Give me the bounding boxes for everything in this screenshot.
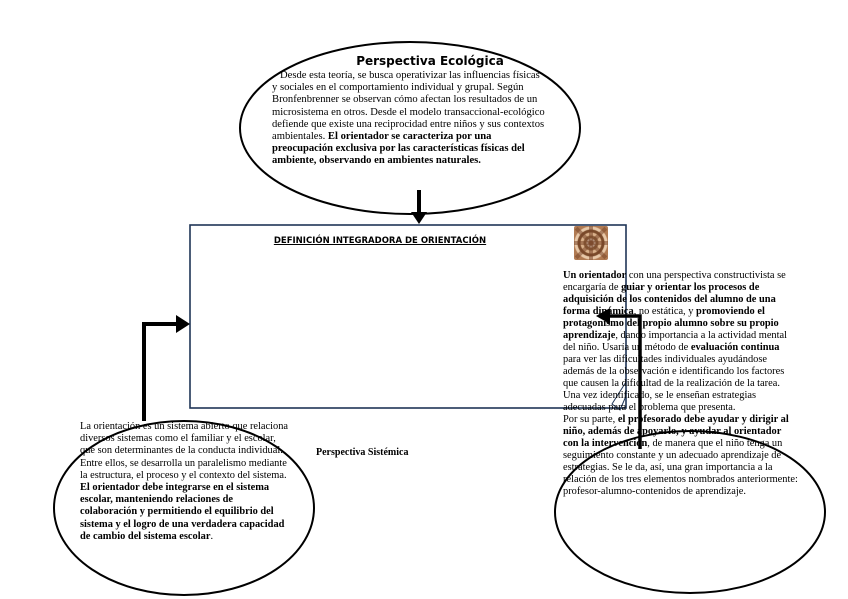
sistemica-text: La orientación es un sistema abierto que… (80, 421, 292, 543)
arrow-elbow-left-icon (144, 315, 190, 421)
constructivista-paragraph-2: Por su parte, el profesorado debe ayudar… (563, 414, 799, 498)
sistemica-end: . (210, 531, 213, 542)
text: Por su parte, (563, 414, 618, 425)
definicion-title: DEFINICIÓN INTEGRADORA DE ORIENTACIÓN (210, 236, 550, 246)
hands-together-photo (574, 226, 608, 260)
sistemica-bold: El orientador debe integrarse en el sist… (80, 482, 284, 542)
constructivista-text: Un orientador con una perspectiva constr… (563, 270, 799, 498)
ecologica-text: Desde esta teoría, se busca operativizar… (272, 70, 547, 168)
ecologica-title: Perspectiva Ecológica (330, 54, 530, 68)
definicion-box (190, 225, 626, 408)
arrow-down-icon (411, 190, 427, 224)
sistemica-body: La orientación es un sistema abierto que… (80, 421, 288, 481)
text: , no estática, y (634, 306, 696, 317)
text-bold: evaluación continua (691, 342, 780, 353)
constructivista-paragraph-1: Un orientador con una perspectiva constr… (563, 270, 799, 414)
sistemica-label: Perspectiva Sistémica (316, 447, 408, 458)
text-bold: Un orientador (563, 270, 626, 281)
text: para ver las dificultades individuales a… (563, 354, 784, 413)
